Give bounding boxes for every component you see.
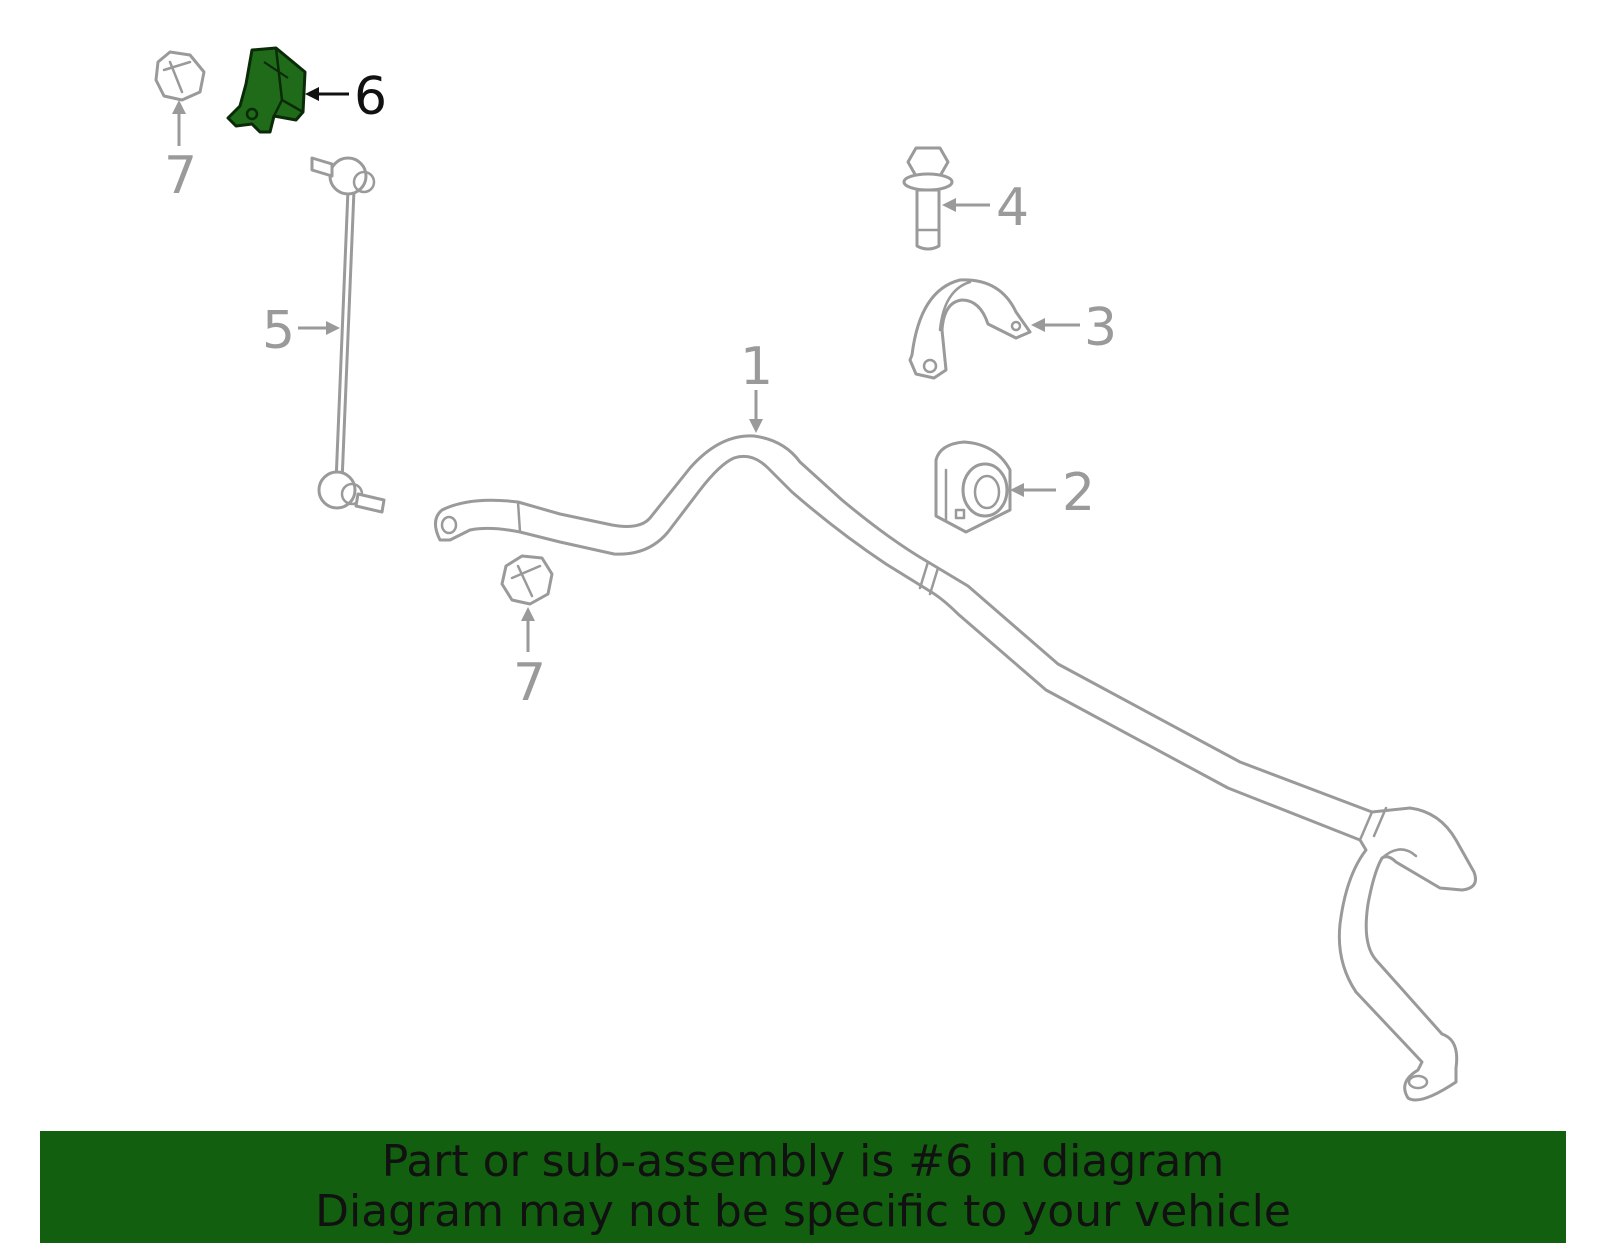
callout-7-top: 7 <box>164 146 197 206</box>
part-7-nut-top[interactable] <box>154 50 206 102</box>
callout-3: 3 <box>1084 298 1117 358</box>
part-5-stabilizer-link[interactable] <box>310 156 386 514</box>
callout-3-arrow <box>1031 318 1080 332</box>
callout-1-arrow <box>749 390 763 433</box>
callout-2-arrow <box>1010 483 1056 497</box>
banner-line-1: Part or sub-assembly is #6 in diagram <box>381 1136 1225 1187</box>
callout-6: 6 <box>354 67 387 127</box>
callout-4: 4 <box>996 178 1029 238</box>
callout-7-bottom-arrow <box>521 607 535 652</box>
callout-1: 1 <box>740 337 773 397</box>
info-banner: Part or sub-assembly is #6 in diagram Di… <box>40 1131 1566 1243</box>
part-6-bracket[interactable] <box>226 46 307 134</box>
callout-2: 2 <box>1062 463 1095 523</box>
callout-5-arrow <box>298 321 340 335</box>
callout-7-bottom: 7 <box>513 653 546 713</box>
callout-7-top-arrow <box>172 100 186 146</box>
part-2-bushing[interactable] <box>934 440 1012 534</box>
banner-line-2: Diagram may not be specific to your vehi… <box>315 1186 1291 1237</box>
part-4-bolt[interactable] <box>902 146 954 251</box>
part-3-clamp-bracket[interactable] <box>908 278 1032 380</box>
part-7-nut-bottom[interactable] <box>500 554 554 606</box>
part-1-stabilizer-bar[interactable] <box>434 434 1477 1102</box>
callout-4-arrow <box>942 198 990 212</box>
callout-5: 5 <box>262 301 295 361</box>
callout-6-arrow <box>305 87 349 101</box>
